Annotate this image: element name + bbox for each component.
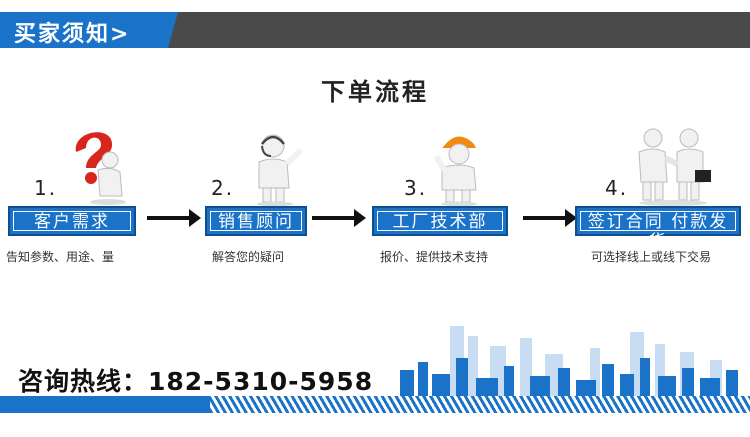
flow-arrow-icon — [523, 209, 577, 227]
step-label-box: 签订合同 付款发货 — [575, 206, 741, 252]
step-factory-tech: 3. 工厂技术部 报价、提供技术支持 — [372, 118, 512, 278]
step-number: 2. — [211, 176, 235, 200]
step-customer-needs: 1. 客户需求 告知参数、用途、量 — [6, 118, 146, 278]
step-label-box: 工厂技术部 — [372, 206, 508, 236]
step-label-box: 客户需求 — [8, 206, 136, 236]
header-title: 买家须知> — [14, 22, 131, 47]
step-label: 销售顾问 — [210, 211, 302, 232]
handshake-people-icon — [638, 128, 711, 206]
step-number: 4. — [605, 176, 629, 200]
step-label: 工厂技术部 — [377, 211, 503, 232]
hardhat-person-icon — [434, 136, 477, 206]
header-title-tab — [0, 12, 178, 48]
step-description: 可选择线上或线下交易 — [591, 250, 712, 264]
flow-arrow-icon — [147, 209, 201, 227]
city-skyline-icon — [400, 326, 738, 396]
step-description: 报价、提供技术支持 — [380, 250, 489, 264]
hotline-text: 咨询热线：182-5310-5958 — [18, 367, 374, 396]
step-description: 告知参数、用途、量 — [6, 250, 115, 264]
step-description: 解答您的疑问 — [212, 250, 285, 264]
step-contract-delivery: 4. 签订合同 付款发货 可选择线上或线下交易 — [575, 118, 745, 278]
step-sales-consultant: 2. 销售顾问 解答您的疑问 — [205, 118, 315, 278]
question-person-icon — [75, 132, 126, 205]
section-title: 下单流程 — [321, 78, 429, 106]
step-number: 1. — [34, 176, 58, 200]
step-label: 客户需求 — [13, 211, 131, 232]
flow-arrow-icon — [312, 209, 366, 227]
step-label: 签订合同 付款发货 — [580, 211, 736, 252]
step-label-box: 销售顾问 — [205, 206, 307, 236]
headset-person-icon — [257, 134, 304, 206]
step-number: 3. — [404, 176, 428, 200]
footer-hatch-pattern — [210, 396, 750, 413]
